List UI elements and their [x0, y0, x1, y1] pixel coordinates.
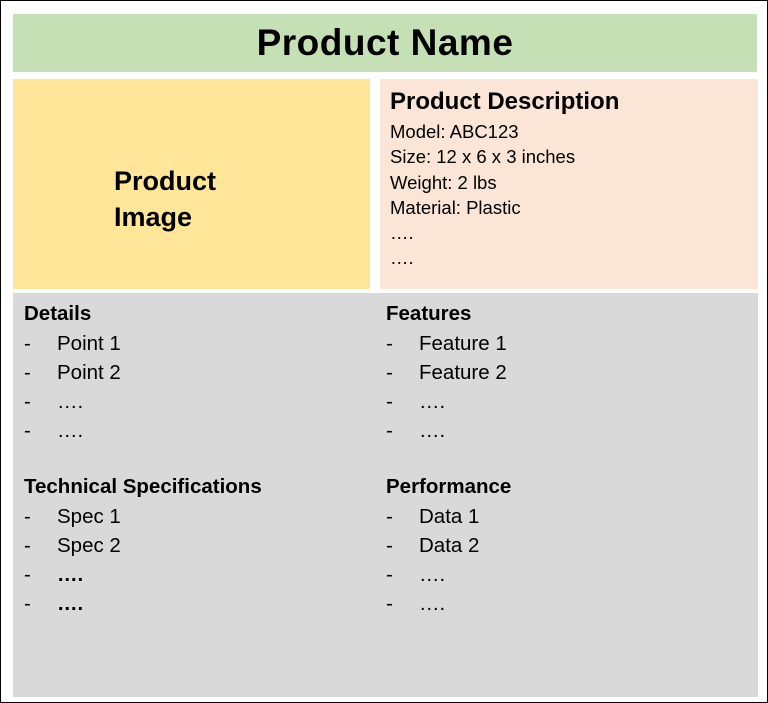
list-item-text: Feature 2	[419, 361, 507, 384]
description-line-size: Size: 12 x 6 x 3 inches	[390, 146, 576, 168]
list-item: - Data 1	[386, 502, 511, 531]
product-image-label-line2: Image	[114, 202, 193, 232]
bullet-dash: -	[386, 505, 393, 528]
list-item-text: Spec 1	[57, 505, 121, 528]
list-item-text: Data 2	[419, 534, 480, 557]
bullet-dash: -	[386, 592, 393, 615]
list-item: - ….	[386, 387, 507, 416]
features-heading: Features	[386, 302, 472, 325]
performance-section: Performance - Data 1 - Data 2 - …. - ….	[386, 472, 511, 618]
list-item: - ….	[24, 387, 121, 416]
product-image-label-line1: Product	[114, 166, 217, 196]
bullet-dash: -	[24, 390, 31, 413]
list-item-text: ….	[419, 390, 446, 413]
description-line-ellipsis: ….	[390, 247, 414, 269]
list-item: - Spec 1	[24, 502, 262, 531]
list-item: - ….	[24, 416, 121, 445]
product-description-heading: Product Description	[390, 88, 620, 115]
list-item-text: ….	[57, 390, 84, 413]
list-item: - ….	[386, 416, 507, 445]
list-item: - Feature 1	[386, 329, 507, 358]
product-sections-box: Details - Point 1 - Point 2 - …. - …. Featur…	[13, 293, 758, 697]
list-item-text: Point 2	[57, 361, 121, 384]
product-name-title: Product Name	[256, 22, 514, 63]
description-line-weight: Weight: 2 lbs	[390, 171, 497, 193]
bullet-dash: -	[24, 534, 31, 557]
bullet-dash: -	[24, 505, 31, 528]
product-description-lines: Model: ABC123 Size: 12 x 6 x 3 inches We…	[390, 119, 575, 271]
bullet-dash: -	[386, 361, 393, 384]
list-item: - Point 2	[24, 358, 121, 387]
list-item: - ….	[386, 560, 511, 589]
list-item-text: Spec 2	[57, 534, 121, 557]
bullet-dash: -	[24, 361, 31, 384]
features-section: Features - Feature 1 - Feature 2 - …. - ….	[386, 299, 507, 445]
title-bar: Product Name	[13, 14, 757, 72]
bullet-dash: -	[24, 332, 31, 355]
description-line-material: Material: Plastic	[390, 196, 521, 218]
list-item: - ….	[24, 589, 262, 618]
list-item-text: Feature 1	[419, 332, 507, 355]
list-item-text: ….	[57, 592, 84, 615]
list-item-text: ….	[57, 563, 84, 586]
bullet-dash: -	[386, 534, 393, 557]
list-item-text: ….	[419, 563, 446, 586]
bullet-dash: -	[386, 563, 393, 586]
list-item: - Data 2	[386, 531, 511, 560]
list-item: - Feature 2	[386, 358, 507, 387]
description-line-model: Model: ABC123	[390, 121, 519, 142]
details-heading: Details	[24, 302, 92, 325]
list-item-text: ….	[419, 419, 446, 442]
product-image-placeholder: Product Image	[13, 79, 370, 289]
bullet-dash: -	[24, 563, 31, 586]
performance-heading: Performance	[386, 475, 512, 498]
bullet-dash: -	[386, 419, 393, 442]
list-item: - Point 1	[24, 329, 121, 358]
bullet-dash: -	[386, 390, 393, 413]
list-item: - ….	[24, 560, 262, 589]
bullet-dash: -	[24, 592, 31, 615]
bullet-dash: -	[24, 419, 31, 442]
list-item-text: Data 1	[419, 505, 480, 528]
list-item: - ….	[386, 589, 511, 618]
details-section: Details - Point 1 - Point 2 - …. - ….	[24, 299, 121, 445]
list-item: - Spec 2	[24, 531, 262, 560]
bullet-dash: -	[386, 332, 393, 355]
technical-specifications-heading: Technical Specifications	[24, 475, 262, 498]
product-image-label: Product Image	[114, 163, 216, 235]
list-item-text: ….	[419, 592, 446, 615]
product-description-box: Product Description Model: ABC123 Size: …	[380, 79, 758, 289]
technical-specifications-section: Technical Specifications - Spec 1 - Spec 2…	[24, 472, 262, 618]
list-item-text: Point 1	[57, 332, 121, 355]
list-item-text: ….	[57, 419, 84, 442]
description-line-ellipsis: ….	[390, 222, 414, 244]
